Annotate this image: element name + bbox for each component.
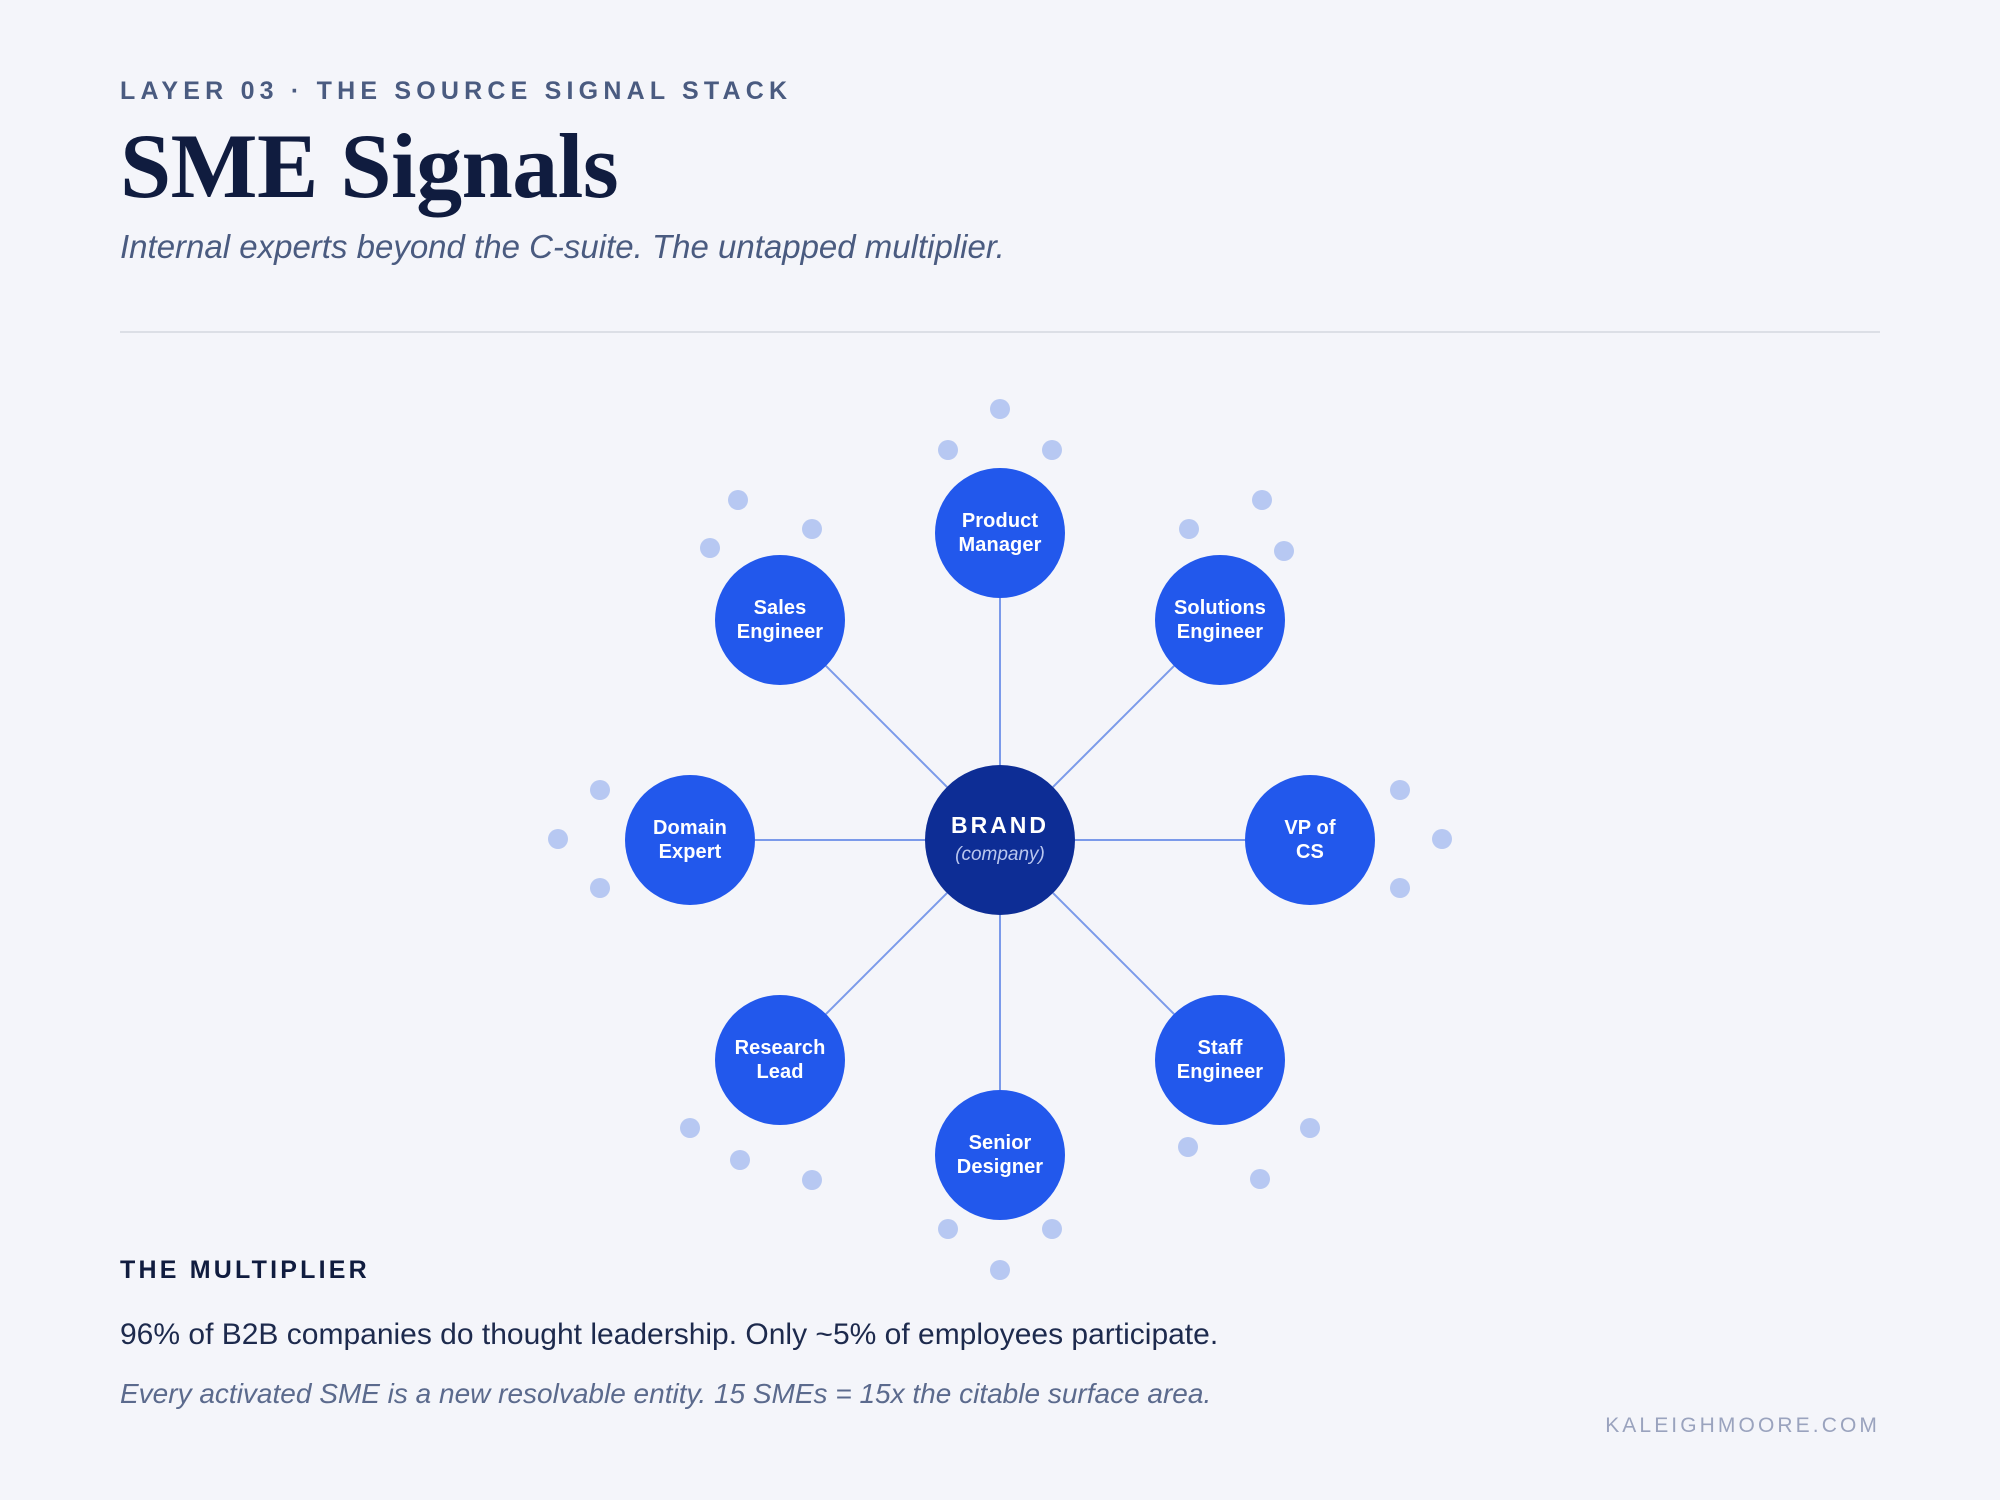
signal-dot: [990, 399, 1010, 419]
page-header: LAYER 03 · THE SOURCE SIGNAL STACK SME S…: [120, 77, 1880, 267]
signal-dot: [1250, 1169, 1270, 1189]
signal-dot: [1300, 1118, 1320, 1138]
brand-sublabel: (company): [955, 843, 1045, 865]
multiplier-stat: 96% of B2B companies do thought leadersh…: [120, 1318, 1219, 1351]
node-label-line2: CS: [1296, 841, 1324, 863]
brandmark: KALEIGHMOORE.COM: [1605, 1414, 1880, 1437]
header-divider: [120, 331, 1880, 333]
signal-dot: [1042, 440, 1062, 460]
signal-dot: [1179, 519, 1199, 539]
signal-dot: [1390, 780, 1410, 800]
multiplier-heading: THE MULTIPLIER: [120, 1256, 370, 1284]
connector-solutions-engineer: [1052, 665, 1175, 788]
signal-dot: [1432, 829, 1452, 849]
node-label-line1: Staff: [1197, 1036, 1243, 1059]
signal-dot: [1274, 541, 1294, 561]
page-subtitle: Internal experts beyond the C-suite. The…: [120, 227, 1005, 265]
node-label-line2: Designer: [956, 1156, 1044, 1178]
brand-label: BRAND: [950, 812, 1050, 839]
connector-research-lead: [825, 892, 948, 1015]
signal-dot: [938, 440, 958, 460]
node-label-line1: Research: [734, 1036, 826, 1059]
multiplier-section: THE MULTIPLIER 96% of B2B companies do t…: [120, 1256, 1520, 1412]
page-title: SME Signals: [120, 114, 619, 217]
node-label-line1: VP of: [1284, 816, 1336, 839]
node-label-line1: Product: [961, 509, 1039, 532]
signal-dot: [1042, 1219, 1062, 1239]
node-label-line2: Engineer: [736, 621, 824, 643]
signal-dot: [590, 780, 610, 800]
node-label-line1: Solutions: [1173, 596, 1266, 619]
node-label-line2: Engineer: [1176, 1061, 1264, 1083]
signal-dot: [1390, 878, 1410, 898]
node-label-line2: Expert: [658, 841, 722, 863]
connector-sales-engineer: [825, 665, 948, 788]
signal-dot: [802, 1170, 822, 1190]
signal-dot: [802, 519, 822, 539]
signal-dot: [730, 1150, 750, 1170]
connector-staff-engineer: [1052, 892, 1175, 1015]
node-label-line1: Sales: [753, 596, 807, 619]
signal-dot: [1178, 1137, 1198, 1157]
signal-dot: [700, 538, 720, 558]
node-label-line2: Manager: [958, 534, 1042, 556]
signal-dot: [938, 1219, 958, 1239]
node-brand-center[interactable]: BRAND (company): [925, 765, 1075, 915]
signal-dot: [680, 1118, 700, 1138]
signal-dot: [728, 490, 748, 510]
node-label-line2: Engineer: [1176, 621, 1264, 643]
signal-dot: [590, 878, 610, 898]
signal-dot: [548, 829, 568, 849]
node-label-line1: Domain: [653, 816, 727, 839]
node-label-line2: Lead: [756, 1061, 804, 1083]
node-label-line1: Senior: [968, 1131, 1032, 1154]
signal-dot: [1252, 490, 1272, 510]
multiplier-note: Every activated SME is a new resolvable …: [120, 1378, 1212, 1409]
eyebrow-label: LAYER 03 · THE SOURCE SIGNAL STACK: [120, 77, 793, 105]
